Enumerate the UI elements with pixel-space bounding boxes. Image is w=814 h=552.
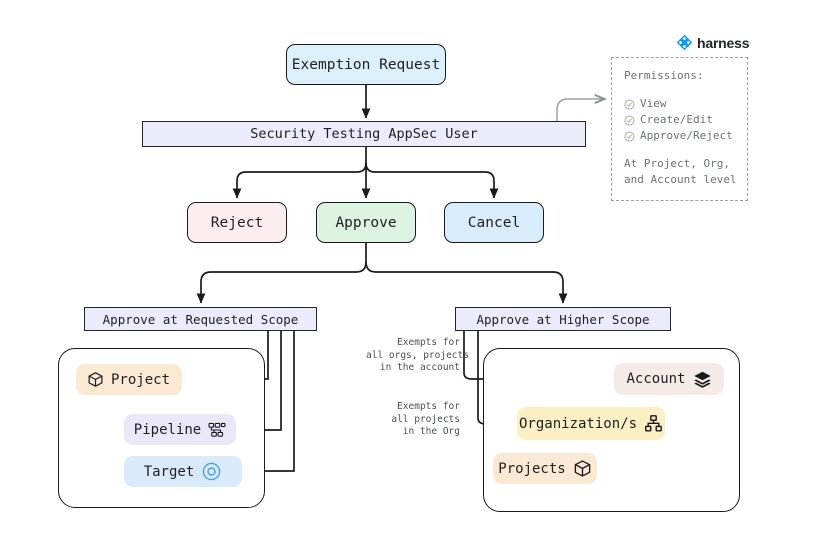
permission-item-create-edit: Create/Edit: [624, 112, 747, 128]
cube-icon: [573, 459, 592, 478]
projects-node[interactable]: Projects: [493, 453, 597, 484]
pipeline-icon: [208, 422, 226, 438]
check-circle-icon: [624, 115, 635, 126]
org-chart-icon: [644, 414, 663, 433]
organizations-node[interactable]: Organization/s: [517, 407, 665, 440]
permission-item-approve-reject: Approve/Reject: [624, 128, 747, 144]
check-circle-icon: [624, 131, 635, 142]
project-label: Project: [111, 371, 171, 388]
organizations-label: Organization/s: [519, 415, 638, 432]
cancel-button[interactable]: Cancel: [444, 202, 544, 243]
approve-at-requested-scope-bar[interactable]: Approve at Requested Scope: [84, 307, 317, 331]
check-circle-icon: [624, 99, 635, 110]
permission-label: Create/Edit: [640, 113, 713, 126]
pipeline-label: Pipeline: [133, 421, 202, 438]
project-node[interactable]: Project: [76, 364, 182, 395]
permission-item-view: View: [624, 96, 747, 112]
target-icon: [201, 461, 222, 482]
security-testing-appsec-user-bar[interactable]: Security Testing AppSec User: [142, 121, 586, 147]
permissions-title: Permissions:: [624, 69, 704, 82]
brand-name: harness: [697, 34, 750, 51]
edge-label-exempts-account: Exempts for all orgs, projects in the ac…: [366, 337, 469, 373]
brand-logo: harness: [676, 34, 749, 51]
permission-label: Approve/Reject: [640, 129, 733, 142]
approve-button[interactable]: Approve: [316, 202, 416, 243]
target-node[interactable]: Target: [124, 456, 242, 487]
permissions-footer-line2: and Account level: [624, 173, 737, 186]
exemption-request-node[interactable]: Exemption Request: [286, 44, 446, 85]
reject-button[interactable]: Reject: [187, 202, 287, 243]
approve-at-higher-scope-bar[interactable]: Approve at Higher Scope: [455, 307, 671, 331]
account-node[interactable]: Account: [614, 363, 724, 395]
layers-icon: [693, 370, 712, 389]
target-label: Target: [143, 463, 195, 480]
harness-logo-icon: [676, 34, 693, 51]
permission-label: View: [640, 97, 667, 110]
permissions-panel: Permissions: View Create/Edit: [611, 57, 748, 201]
pipeline-node[interactable]: Pipeline: [124, 414, 236, 445]
account-label: Account: [626, 371, 686, 387]
projects-label: Projects: [498, 460, 566, 477]
permissions-footer-line1: At Project, Org,: [624, 157, 730, 170]
edge-label-exempts-org: Exempts for all projects in the Org: [391, 401, 460, 437]
cube-icon: [87, 371, 104, 388]
